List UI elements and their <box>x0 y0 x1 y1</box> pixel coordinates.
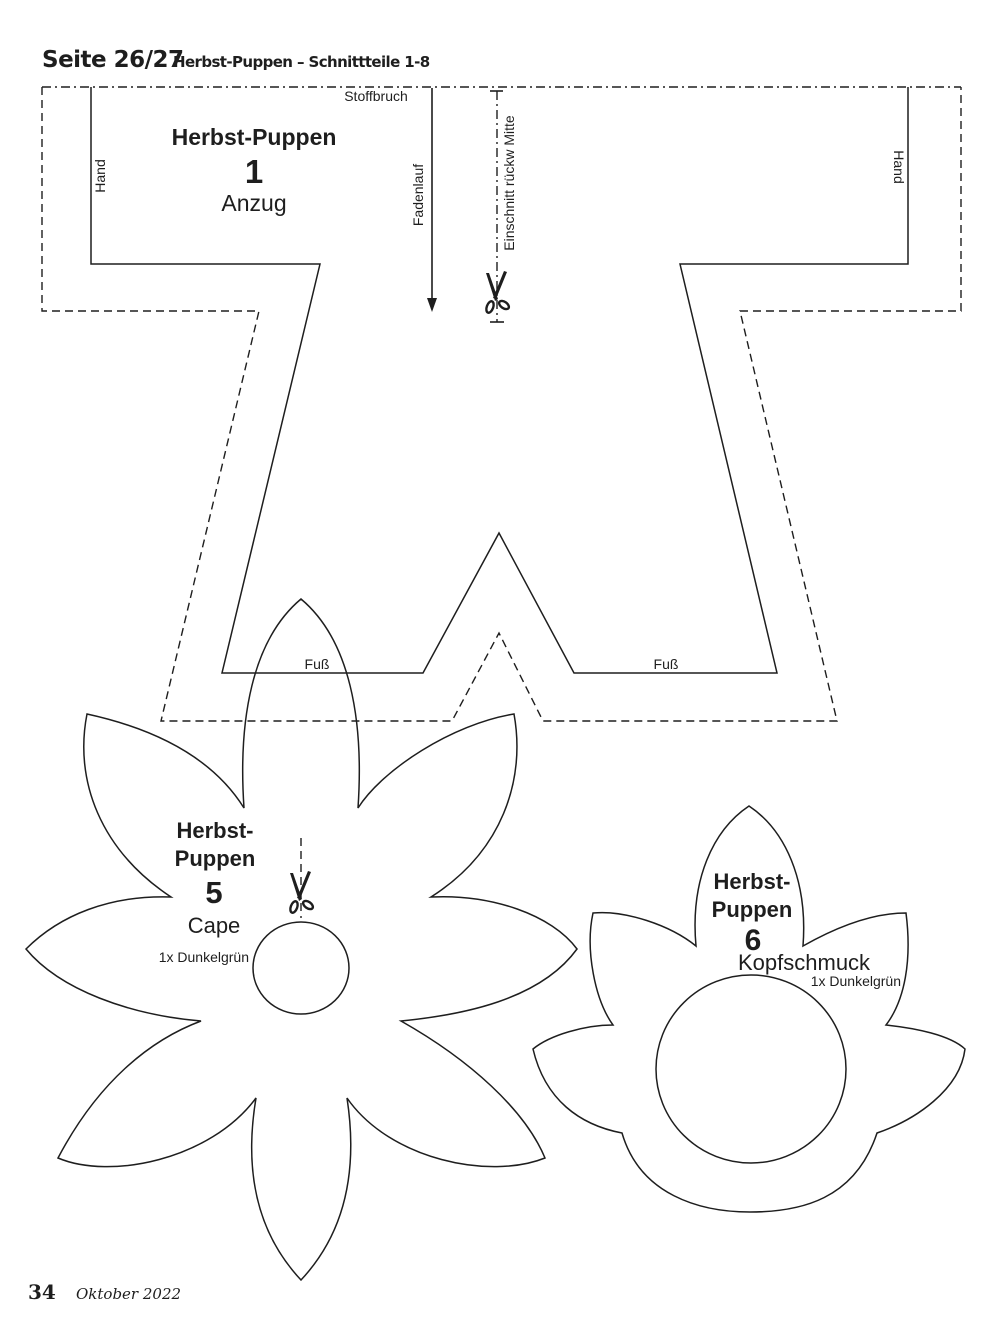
pattern-6-name-line2: Puppen <box>712 897 793 922</box>
foot-label-left: Fuß <box>305 656 330 672</box>
pattern-1-name: Herbst-Puppen <box>172 124 337 150</box>
page-reference: Seite 26/27 <box>42 47 184 73</box>
pattern-5-name-line1: Herbst- <box>176 818 253 843</box>
head-opening <box>655 974 847 1164</box>
fold-label: Stoffbruch <box>344 88 408 104</box>
issue-date: Oktober 2022 <box>76 1285 181 1303</box>
pattern-piece-1-anzug: Stoffbruch Fadenlauf Einschnitt rückw Mi… <box>41 86 962 722</box>
pattern-6-quantity: 1x Dunkelgrün <box>811 973 901 989</box>
page-header: Seite 26/27 Herbst-Puppen – Schnittteile… <box>42 47 430 73</box>
cape-flower-outline <box>24 598 578 1282</box>
pattern-6-piece: Kopfschmuck <box>738 950 871 975</box>
grain-label: Fadenlauf <box>410 164 426 226</box>
page-footer: 34 Oktober 2022 <box>28 1280 181 1304</box>
pattern-6-name-line1: Herbst- <box>713 869 790 894</box>
arrow-down-icon <box>427 298 437 312</box>
foot-label-right: Fuß <box>654 656 679 672</box>
hand-label-right: Hand <box>891 150 907 183</box>
kopfschmuck-flower-outline <box>532 805 966 1213</box>
pattern-5-number: 5 <box>205 875 222 910</box>
pattern-5-quantity: 1x Dunkelgrün <box>159 949 249 965</box>
notch-marker <box>490 90 504 323</box>
pattern-piece-6-kopfschmuck: Herbst- Puppen 6 Kopfschmuck 1x Dunkelgr… <box>532 805 966 1213</box>
hand-label-left: Hand <box>92 159 108 192</box>
cut-outline <box>90 87 909 674</box>
pattern-piece-5-cape: Herbst- Puppen 5 Cape 1x Dunkelgrün <box>24 598 578 1282</box>
neck-opening <box>252 921 350 1015</box>
page-number: 34 <box>28 1280 56 1304</box>
seam-allowance-outline <box>41 87 962 722</box>
pattern-1-piece: Anzug <box>221 190 286 216</box>
pattern-5-name-line2: Puppen <box>175 846 256 871</box>
notch-label: Einschnitt rückw Mitte <box>501 115 517 251</box>
pattern-6-number: 6 <box>745 924 762 957</box>
grain-arrow <box>427 88 437 312</box>
header-title: Herbst-Puppen – Schnittteile 1-8 <box>173 53 430 71</box>
pattern-1-number: 1 <box>245 153 263 190</box>
pattern-5-piece: Cape <box>188 913 241 938</box>
